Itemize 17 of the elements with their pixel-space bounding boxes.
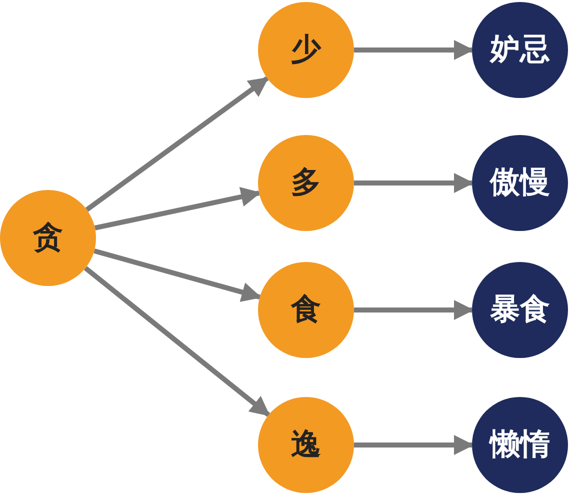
node-label: 逸 bbox=[291, 430, 321, 460]
arrow bbox=[94, 248, 262, 302]
node-label: 暴食 bbox=[490, 295, 550, 325]
arrow bbox=[354, 40, 474, 60]
arrow bbox=[354, 435, 474, 455]
node-label: 多 bbox=[291, 168, 321, 198]
arrow bbox=[354, 173, 474, 193]
node-label: 贪 bbox=[33, 223, 63, 253]
node-label: 少 bbox=[291, 35, 321, 65]
node-label: 懒惰 bbox=[490, 430, 550, 460]
arrow bbox=[84, 266, 270, 417]
arrow bbox=[354, 300, 474, 320]
arrow bbox=[94, 186, 261, 230]
node-label: 食 bbox=[291, 295, 321, 325]
node-label: 傲慢 bbox=[490, 168, 550, 198]
arrow bbox=[85, 76, 269, 212]
node-label: 妒忌 bbox=[490, 35, 550, 65]
